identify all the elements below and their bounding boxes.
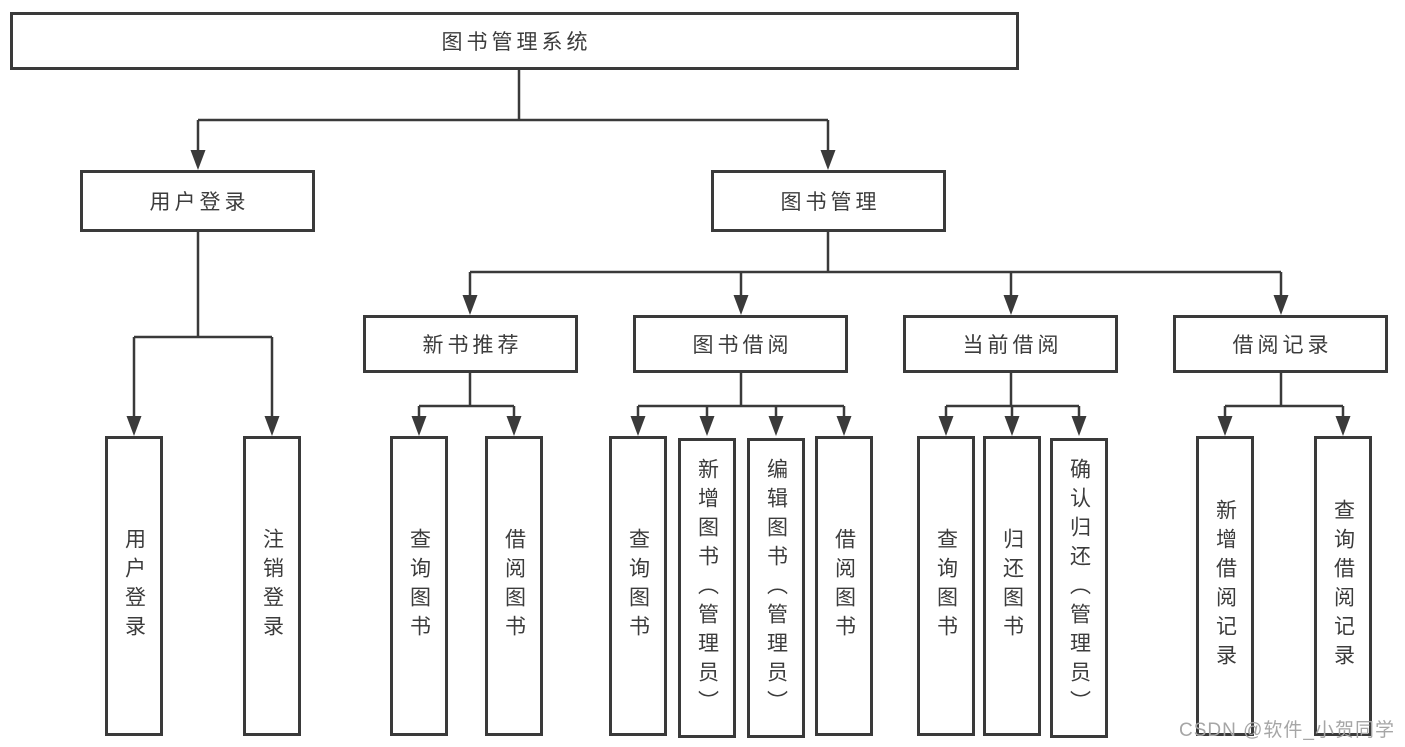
- node-user-login-label: 用户登录: [149, 191, 250, 214]
- leaf-confirm-return-admin-label: 确认归还（管理员）: [1067, 457, 1091, 719]
- leaf-edit-book-admin-label: 编辑图书（管理员）: [764, 457, 788, 719]
- leaf-query-books-current-label: 查询图书: [934, 528, 958, 644]
- leaf-return-books-label: 归还图书: [1000, 528, 1024, 644]
- leaf-borrow-books-recommend-label: 借阅图书: [502, 528, 526, 644]
- leaf-borrow-books-label: 借阅图书: [832, 528, 856, 644]
- arrowheads: [126, 150, 1351, 436]
- leaf-add-borrow-record-label: 新增借阅记录: [1213, 499, 1237, 673]
- leaf-logout-login-label: 注销登录: [260, 528, 284, 644]
- leaf-user-login-label: 用户登录: [122, 528, 146, 644]
- node-book-borrowing-label: 图书借阅: [692, 334, 793, 357]
- node-library-management-system: 图书管理系统: [10, 12, 1019, 70]
- leaf-query-books-borrow-label: 查询图书: [626, 528, 650, 644]
- leaf-add-book-admin: 新增图书（管理员）: [678, 438, 736, 738]
- node-current-borrowing: 当前借阅: [903, 315, 1118, 373]
- leaf-logout-login: 注销登录: [243, 436, 301, 736]
- node-book-borrowing: 图书借阅: [633, 315, 848, 373]
- leaf-user-login: 用户登录: [105, 436, 163, 736]
- node-new-book-recommendation: 新书推荐: [363, 315, 578, 373]
- leaf-confirm-return-admin: 确认归还（管理员）: [1050, 438, 1108, 738]
- node-library-management-system-label: 图书管理系统: [441, 31, 592, 54]
- csdn-watermark: CSDN @软件_小贺同学: [1179, 720, 1395, 741]
- node-book-management: 图书管理: [711, 170, 946, 232]
- leaf-query-books-current: 查询图书: [917, 436, 975, 736]
- leaf-add-book-admin-label: 新增图书（管理员）: [695, 457, 719, 719]
- node-borrowing-records-label: 借阅记录: [1232, 334, 1333, 357]
- leaf-query-books-borrow: 查询图书: [609, 436, 667, 736]
- leaf-query-borrow-record-label: 查询借阅记录: [1331, 499, 1355, 673]
- node-borrowing-records: 借阅记录: [1173, 315, 1388, 373]
- leaf-query-books-recommend-label: 查询图书: [407, 528, 431, 644]
- leaf-query-borrow-record: 查询借阅记录: [1314, 436, 1372, 736]
- leaf-query-books-recommend: 查询图书: [390, 436, 448, 736]
- node-book-management-label: 图书管理: [780, 191, 881, 214]
- node-current-borrowing-label: 当前借阅: [962, 334, 1063, 357]
- leaf-add-borrow-record: 新增借阅记录: [1196, 436, 1254, 736]
- node-new-book-recommendation-label: 新书推荐: [422, 334, 523, 357]
- leaf-return-books: 归还图书: [983, 436, 1041, 736]
- leaf-borrow-books-recommend: 借阅图书: [485, 436, 543, 736]
- leaf-borrow-books: 借阅图书: [815, 436, 873, 736]
- leaf-edit-book-admin: 编辑图书（管理员）: [747, 438, 805, 738]
- node-user-login: 用户登录: [80, 170, 315, 232]
